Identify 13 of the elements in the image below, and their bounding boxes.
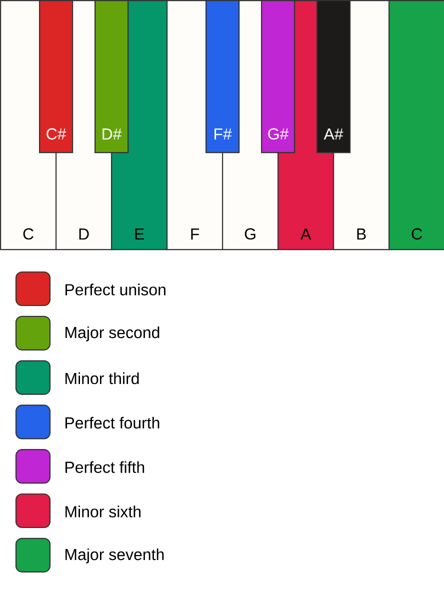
legend-label: Perfect unison xyxy=(66,284,166,296)
piano-key: G# xyxy=(261,0,296,154)
piano-key: A# xyxy=(316,0,351,154)
legend-label: Minor sixth xyxy=(66,506,140,518)
piano-key: C# xyxy=(39,0,74,154)
legend-label: Perfect fifth xyxy=(66,461,144,473)
piano-key: C xyxy=(388,0,444,250)
legend-label: Major second xyxy=(66,326,160,342)
piano-key: F# xyxy=(206,0,240,154)
legend-label: Major seventh xyxy=(66,548,164,564)
legend-label: Perfect fourth xyxy=(66,416,160,429)
legend-label: Minor third xyxy=(66,372,139,384)
piano-key: D# xyxy=(94,0,129,154)
